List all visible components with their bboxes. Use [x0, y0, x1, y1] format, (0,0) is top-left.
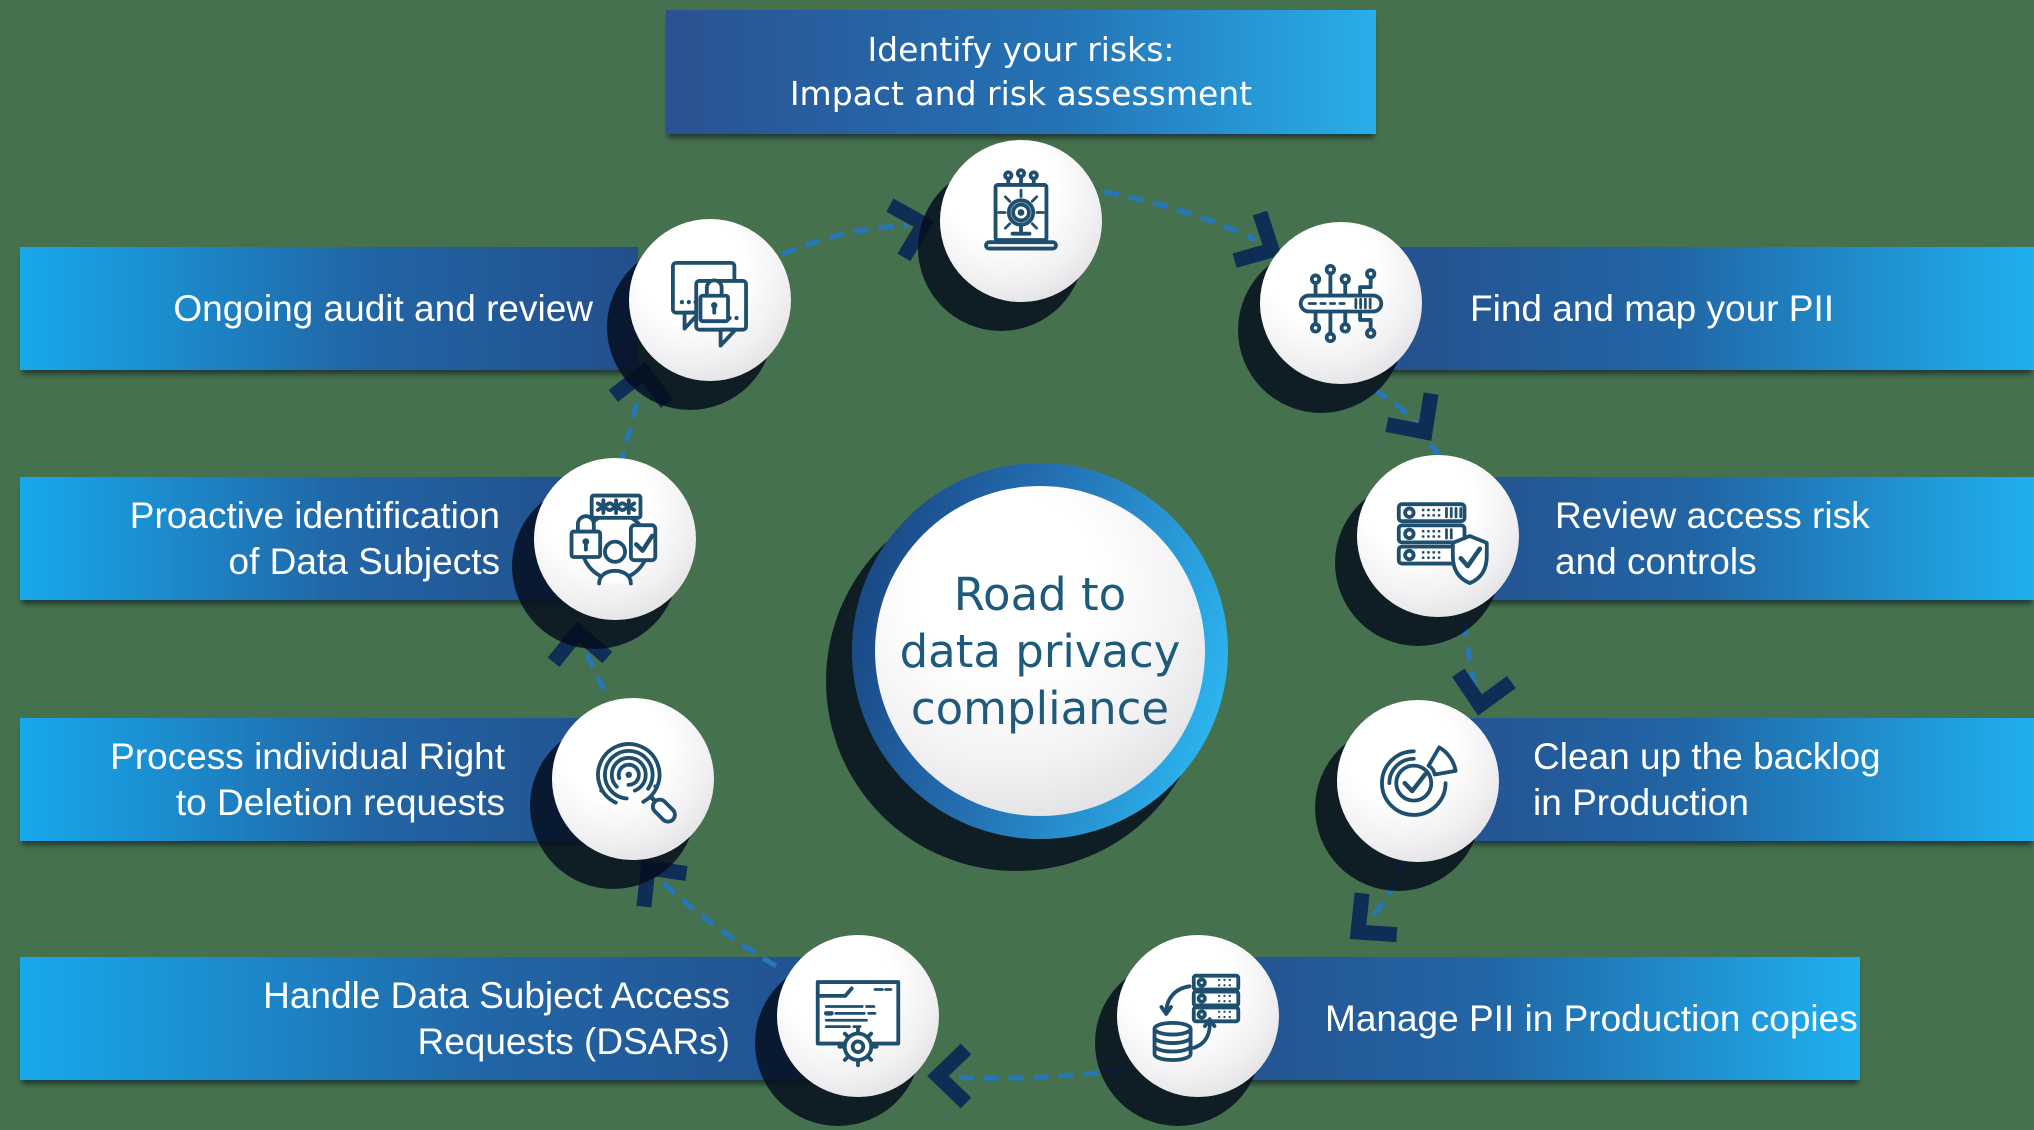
center-circle: Road to data privacy compliance	[852, 463, 1228, 839]
banner-label-line2: to Deletion requests	[175, 781, 505, 823]
document-gear-icon	[815, 980, 901, 1068]
banner-proactive-identification: Proactive identification of Data Subject…	[20, 477, 600, 600]
banner-label-line2: and controls	[1555, 540, 1757, 582]
banner-clean-backlog: Clean up the backlog in Production	[1410, 718, 2034, 841]
banner-label-line2: Impact and risk assessment	[789, 74, 1253, 113]
step-circle-manage-pii	[1117, 935, 1279, 1097]
center-title-line1: Road to	[953, 567, 1127, 621]
banner-identify-risks: Identify your risks: Impact and risk ass…	[666, 10, 1376, 134]
banner-label: Manage PII in Production copies	[1325, 997, 1858, 1039]
center-title-line2: data privacy	[899, 624, 1181, 678]
fingerprint-search-icon	[596, 742, 677, 824]
banner-label: Proactive identification of Data Subject…	[130, 493, 500, 585]
step-circle-right-to-deletion	[552, 698, 714, 860]
banner-label: Review access risk and controls	[1555, 493, 1870, 585]
step-circle-review-access	[1357, 455, 1519, 617]
banner-label-line2: of Data Subjects	[228, 540, 500, 582]
pie-check-icon	[1380, 745, 1458, 817]
step-circle-proactive-identification	[534, 458, 696, 620]
banner-ongoing-audit: Ongoing audit and review	[20, 247, 638, 370]
banner-label-line1: Handle Data Subject Access	[263, 974, 730, 1016]
banner-label-line2: in Production	[1533, 781, 1749, 823]
banner-label-line1: Proactive identification	[129, 494, 500, 536]
banner-manage-pii: Manage PII in Production copies	[1190, 957, 1860, 1080]
step-circle-find-map-pii	[1260, 222, 1422, 384]
banner-label: Find and map your PII	[1470, 287, 1835, 329]
banner-label-line1: Process individual Right	[110, 735, 505, 777]
step-circle-clean-backlog	[1337, 700, 1499, 862]
banner-find-map-pii: Find and map your PII	[1380, 247, 2034, 370]
banner-label: Handle Data Subject Access Requests (DSA…	[263, 973, 730, 1065]
database-sync-icon	[1152, 973, 1241, 1062]
banner-label-line1: Identify your risks:	[867, 30, 1175, 69]
pii-circuit-icon	[1298, 263, 1384, 344]
center-title: Road to data privacy compliance	[875, 486, 1205, 816]
server-shield-icon	[1396, 502, 1489, 586]
banner-label-line2: Requests (DSARs)	[417, 1020, 730, 1062]
step-circle-handle-dsars	[777, 935, 939, 1097]
banner-label: Clean up the backlog in Production	[1533, 734, 1881, 826]
banner-label: Process individual Right to Deletion req…	[110, 734, 505, 826]
banner-label: Ongoing audit and review	[173, 287, 593, 329]
banner-label-line1: Clean up the backlog	[1533, 735, 1881, 777]
step-circle-ongoing-audit	[629, 219, 791, 381]
banner-review-access: Review access risk and controls	[1430, 477, 2034, 600]
banner-label-line1: Review access risk	[1555, 494, 1870, 536]
chat-lock-icon	[670, 260, 748, 348]
laptop-impact-icon	[984, 168, 1058, 251]
banner-right-to-deletion: Process individual Right to Deletion req…	[20, 718, 640, 841]
banner-handle-dsars: Handle Data Subject Access Requests (DSA…	[20, 957, 860, 1080]
banner-label: Identify your risks: Impact and risk ass…	[790, 28, 1252, 116]
password-user-icon	[569, 493, 658, 586]
center-title-line3: compliance	[910, 681, 1170, 735]
step-circle-identify-risks	[940, 140, 1102, 302]
